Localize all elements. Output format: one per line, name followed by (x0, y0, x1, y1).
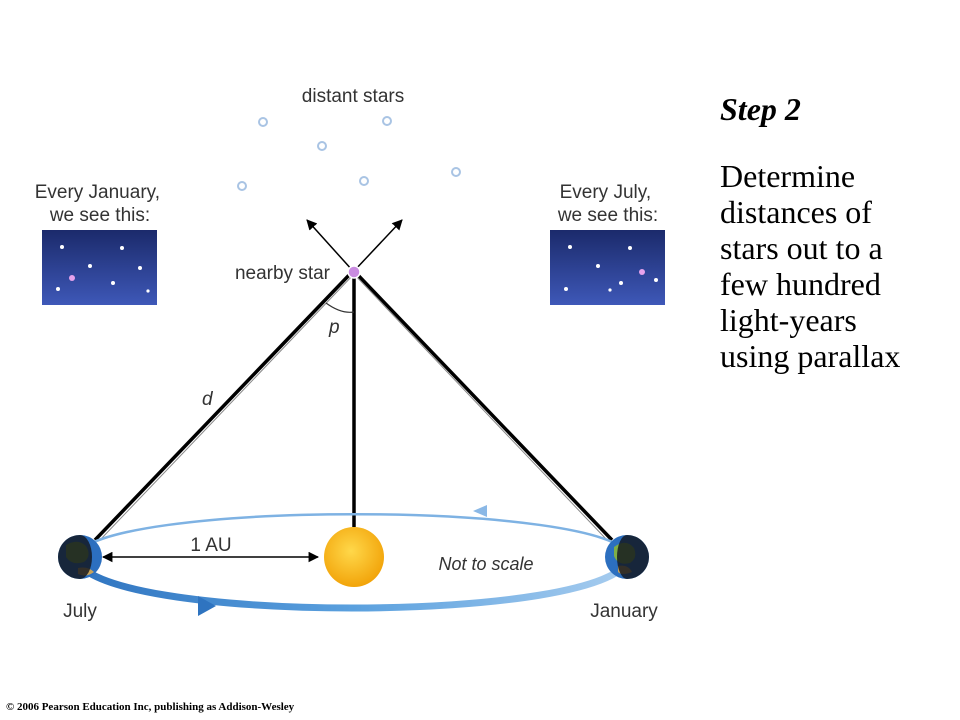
sight-extension-right (353, 219, 403, 272)
step-line: Determine (720, 158, 856, 195)
parallax-angle-label: p (328, 317, 340, 338)
distant-stars-label: distant stars (302, 86, 404, 107)
sight-line-july (93, 270, 354, 542)
nearby-star-image-january (69, 275, 75, 281)
step-description: Determine distances of stars out to a fe… (720, 158, 950, 374)
january-sky-view (42, 230, 157, 305)
orbit-front (71, 555, 634, 612)
july-view-label-line2: we see this: (557, 205, 658, 226)
sun-icon (324, 527, 384, 587)
earth-january-icon (605, 535, 649, 579)
step-line: distances of (720, 194, 872, 231)
au-label: 1 AU (190, 535, 231, 556)
july-sky-view (550, 230, 665, 305)
orbit-back (73, 513, 632, 558)
july-label: July (63, 601, 97, 622)
step-line: light-years (720, 302, 857, 339)
thin-line-july (99, 273, 355, 541)
step-line: stars out to a (720, 230, 883, 267)
step-panel: Step 2 Determine distances of stars out … (720, 90, 950, 374)
nearby-star-label: nearby star (235, 263, 331, 284)
orbit-arrow-back (473, 505, 487, 517)
orbit-arrow-front (198, 596, 216, 616)
distant-star (258, 117, 268, 127)
july-view-label-line1: Every July, (560, 182, 652, 203)
thin-line-january (353, 273, 608, 541)
earth-july-icon (58, 535, 102, 579)
sight-extension-left (306, 219, 354, 272)
distant-star (317, 141, 327, 151)
distant-star (382, 116, 392, 126)
distance-label: d (202, 389, 214, 410)
distant-star (237, 181, 247, 191)
january-view-label: Every January, we see this: (35, 182, 166, 226)
parallax-angle-arc (325, 302, 355, 313)
january-label: January (590, 601, 658, 622)
january-view-label-line1: Every January, (35, 182, 160, 203)
distant-star (359, 176, 369, 186)
step-line: using parallax (720, 338, 901, 375)
distant-star (451, 167, 461, 177)
copyright-notice: © 2006 Pearson Education Inc, publishing… (6, 701, 295, 713)
step-title: Step 2 (720, 91, 801, 127)
january-view-label-line2: we see this: (49, 205, 150, 226)
step-line: few hundred (720, 266, 881, 303)
july-view-label: Every July, we see this: (557, 182, 658, 226)
distant-star-field (237, 116, 461, 191)
parallax-diagram: distant stars Every January, we see this… (35, 86, 665, 622)
nearby-star-icon (347, 265, 361, 279)
sight-line-january (353, 270, 614, 542)
scale-note: Not to scale (438, 554, 533, 574)
nearby-star-image-july (639, 269, 645, 275)
